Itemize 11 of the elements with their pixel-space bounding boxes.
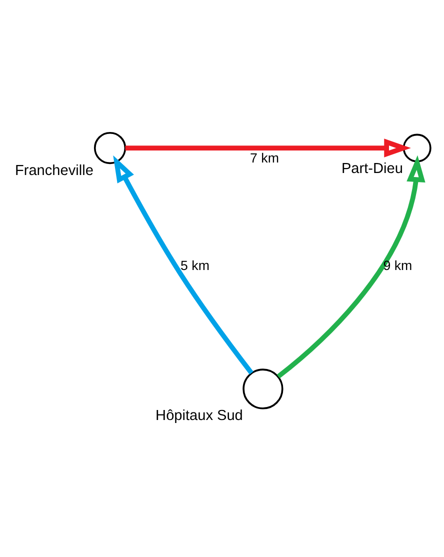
node-circle (242, 368, 284, 410)
node-circle (94, 132, 126, 164)
arrow (113, 155, 254, 374)
node-label: Francheville (14, 162, 94, 179)
arrow (125, 138, 411, 158)
node-label: Hôpitaux Sud (156, 408, 243, 424)
node-label: Part-Dieu (341, 161, 403, 178)
edge-label: 5 km (180, 258, 210, 273)
node-circle (402, 134, 432, 162)
edge-label: 7 km (250, 150, 279, 166)
arrow (276, 155, 426, 378)
